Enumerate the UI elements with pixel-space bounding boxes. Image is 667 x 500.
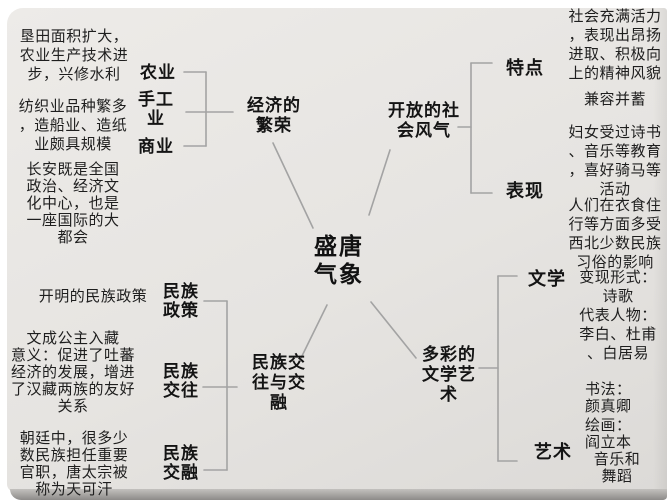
note-customs: 人们在衣食住 行等方面多受 西北少数民族 习俗的影响 <box>568 196 662 271</box>
label-handicraft: 手工 业 <box>138 90 174 129</box>
note-wencheng: 文成公主入藏 意义：促进了吐蕃 经济的发展，增进 了汉藏两族的友好 关系 <box>10 329 135 415</box>
note-court: 朝廷中，很多少 数民族担任重要 官职，唐太宗被 称为天可汗 <box>19 429 129 498</box>
label-ethnic-contact: 民族 交往 <box>163 362 199 401</box>
label-literature: 文学 <box>528 269 566 290</box>
center-topic: 盛唐 气象 <box>314 234 364 288</box>
label-art: 艺术 <box>534 442 572 463</box>
note-ethnic-policy: 开明的民族政策 <box>38 287 148 305</box>
branch-ethnic: 民族交 往与交 融 <box>252 353 306 413</box>
note-music-dance: 音乐和 舞蹈 <box>593 450 641 485</box>
note-vitality: 社会充满活力 ，表现出昂扬 进取、积极向 上的精神风貌 <box>568 7 662 82</box>
note-calligraphy: 书法： 颜真卿 <box>585 380 632 415</box>
note-handicraft: 纺织业品种繁多 ，造船业、造纸 业颇具规模 <box>18 97 128 153</box>
label-tedian: 特点 <box>506 58 544 79</box>
mindmap-card <box>7 8 667 492</box>
note-commerce-changan: 长安既是全国 政治、经济文 化中心，也是 一座国际的大 都会 <box>26 160 120 246</box>
branch-economy: 经济的 繁荣 <box>247 96 301 136</box>
label-agriculture: 农业 <box>140 63 176 83</box>
branch-arts: 多彩的 文学艺 术 <box>422 345 476 405</box>
label-biaoxian: 表现 <box>506 181 544 202</box>
note-women: 妇女受过诗书 、音乐等教育 ，喜好骑马等 活动 <box>568 123 662 198</box>
note-literature-form: 变现形式： 诗歌 <box>579 268 657 305</box>
photo-bottom-edge <box>10 489 667 500</box>
label-commerce: 商业 <box>138 137 174 157</box>
branch-society: 开放的社 会风气 <box>388 101 460 141</box>
note-literature-people: 代表人物： 李白、杜甫 、白居易 <box>579 306 657 362</box>
label-ethnic-integration: 民族 交融 <box>163 444 199 483</box>
note-inclusive: 兼容并蓄 <box>583 90 646 108</box>
note-agriculture: 垦田面积扩大， 农业生产技术进 步，兴修水利 <box>19 27 129 83</box>
label-ethnic-policy: 民族 政策 <box>163 282 199 321</box>
note-painting: 绘画： 阎立本 <box>585 416 632 451</box>
